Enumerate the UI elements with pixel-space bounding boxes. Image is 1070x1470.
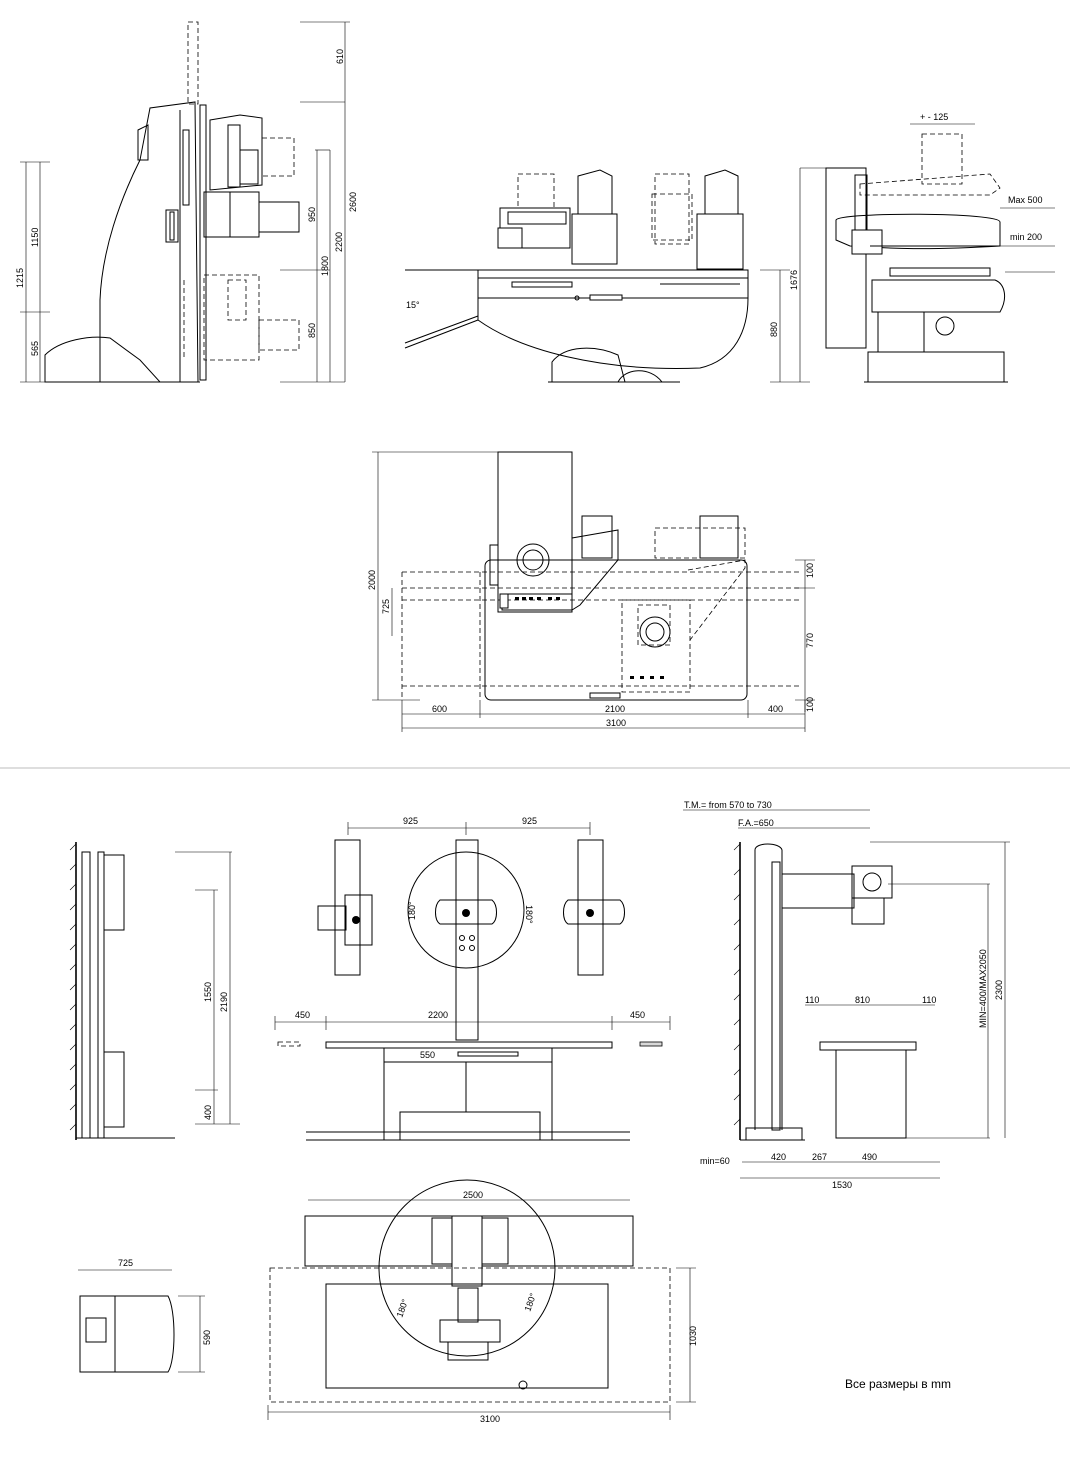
dim-490: 490 xyxy=(862,1152,877,1162)
dim-tm: T.M.= from 570 to 730 xyxy=(684,800,772,810)
wall-stand-view: 1550 2190 400 xyxy=(69,842,240,1140)
dim-fa: F.A.=650 xyxy=(738,818,774,828)
dim-2190: 2190 xyxy=(219,992,229,1012)
dim-950: 950 xyxy=(307,207,317,222)
right-side-view: + - 125 Max 500 min 200 1676 xyxy=(789,112,1055,383)
dim-880: 880 xyxy=(769,322,779,337)
dim-725-small: 725 xyxy=(118,1258,133,1268)
dim-450-left: 450 xyxy=(295,1010,310,1020)
dim-810: 810 xyxy=(855,995,870,1005)
dim-2100: 2100 xyxy=(605,704,625,714)
dim-180-plan-left: 180° xyxy=(394,1297,410,1318)
dim-850: 850 xyxy=(307,323,317,338)
dim-3100: 3100 xyxy=(606,718,626,728)
dim-565: 565 xyxy=(30,341,40,356)
dim-2600: 2600 xyxy=(348,192,358,212)
dim-1676: 1676 xyxy=(789,270,799,290)
dim-max-500: Max 500 xyxy=(1008,195,1043,205)
dim-1215: 1215 xyxy=(15,268,25,288)
dim-2300: 2300 xyxy=(994,980,1004,1000)
front-view-table: 15° 880 xyxy=(404,168,810,383)
dim-2200-table: 2200 xyxy=(428,1010,448,1020)
dim-1800: 1800 xyxy=(320,256,330,276)
control-buttons-lower xyxy=(630,676,664,679)
bucky-stand-front: 925 925 180° 180° 450 2200 450 5 xyxy=(274,816,671,1141)
dim-610: 610 xyxy=(335,49,345,64)
dim-925-left: 925 xyxy=(403,816,418,826)
units-note: Все размеры в mm xyxy=(845,1377,951,1391)
dim-min-200: min 200 xyxy=(1010,232,1042,242)
dim-125: + - 125 xyxy=(920,112,948,122)
control-buttons-upper xyxy=(515,597,560,600)
stand-side-view: T.M.= from 570 to 730 F.A.=650 110 810 1… xyxy=(683,800,1010,1190)
dim-2500: 2500 xyxy=(463,1190,483,1200)
dim-angle-15: 15° xyxy=(406,300,420,310)
top-view-room: 2000 725 xyxy=(367,451,815,732)
dim-600: 600 xyxy=(432,704,447,714)
dim-2200: 2200 xyxy=(334,232,344,252)
dim-180-plan-right: 180° xyxy=(522,1291,538,1312)
dim-min60: min=60 xyxy=(700,1156,730,1166)
dim-590: 590 xyxy=(202,1330,212,1345)
dim-180-left: 180° xyxy=(407,901,417,920)
dim-925-right: 925 xyxy=(522,816,537,826)
small-top-view: 725 590 xyxy=(78,1258,212,1373)
dim-1150: 1150 xyxy=(30,228,40,247)
dim-100-top: 100 xyxy=(805,563,815,578)
dim-450-right: 450 xyxy=(630,1010,645,1020)
dim-2000: 2000 xyxy=(367,570,377,590)
dim-3100-plan: 3100 xyxy=(480,1414,500,1424)
dim-100-bottom: 100 xyxy=(805,697,815,712)
dim-770: 770 xyxy=(805,633,815,648)
side-view-left: 610 2600 2200 1800 950 850 1215 1150 565 xyxy=(15,21,358,383)
dim-110-right: 110 xyxy=(922,995,936,1005)
dim-267: 267 xyxy=(812,1152,827,1162)
dim-110-left: 110 xyxy=(805,995,819,1005)
dim-180-right: 180° xyxy=(524,905,534,924)
plan-view: 2500 180° 180° 1030 3100 xyxy=(267,1179,698,1424)
dim-725: 725 xyxy=(381,599,391,614)
dim-1030: 1030 xyxy=(688,1326,698,1346)
dim-400: 400 xyxy=(768,704,783,714)
dim-minmax: MIN=400/MAX2050 xyxy=(978,949,988,1028)
dim-550: 550 xyxy=(420,1050,435,1060)
dim-1550: 1550 xyxy=(203,982,213,1002)
dim-1530: 1530 xyxy=(832,1180,852,1190)
dim-400-wall: 400 xyxy=(203,1105,213,1120)
dim-420: 420 xyxy=(771,1152,786,1162)
